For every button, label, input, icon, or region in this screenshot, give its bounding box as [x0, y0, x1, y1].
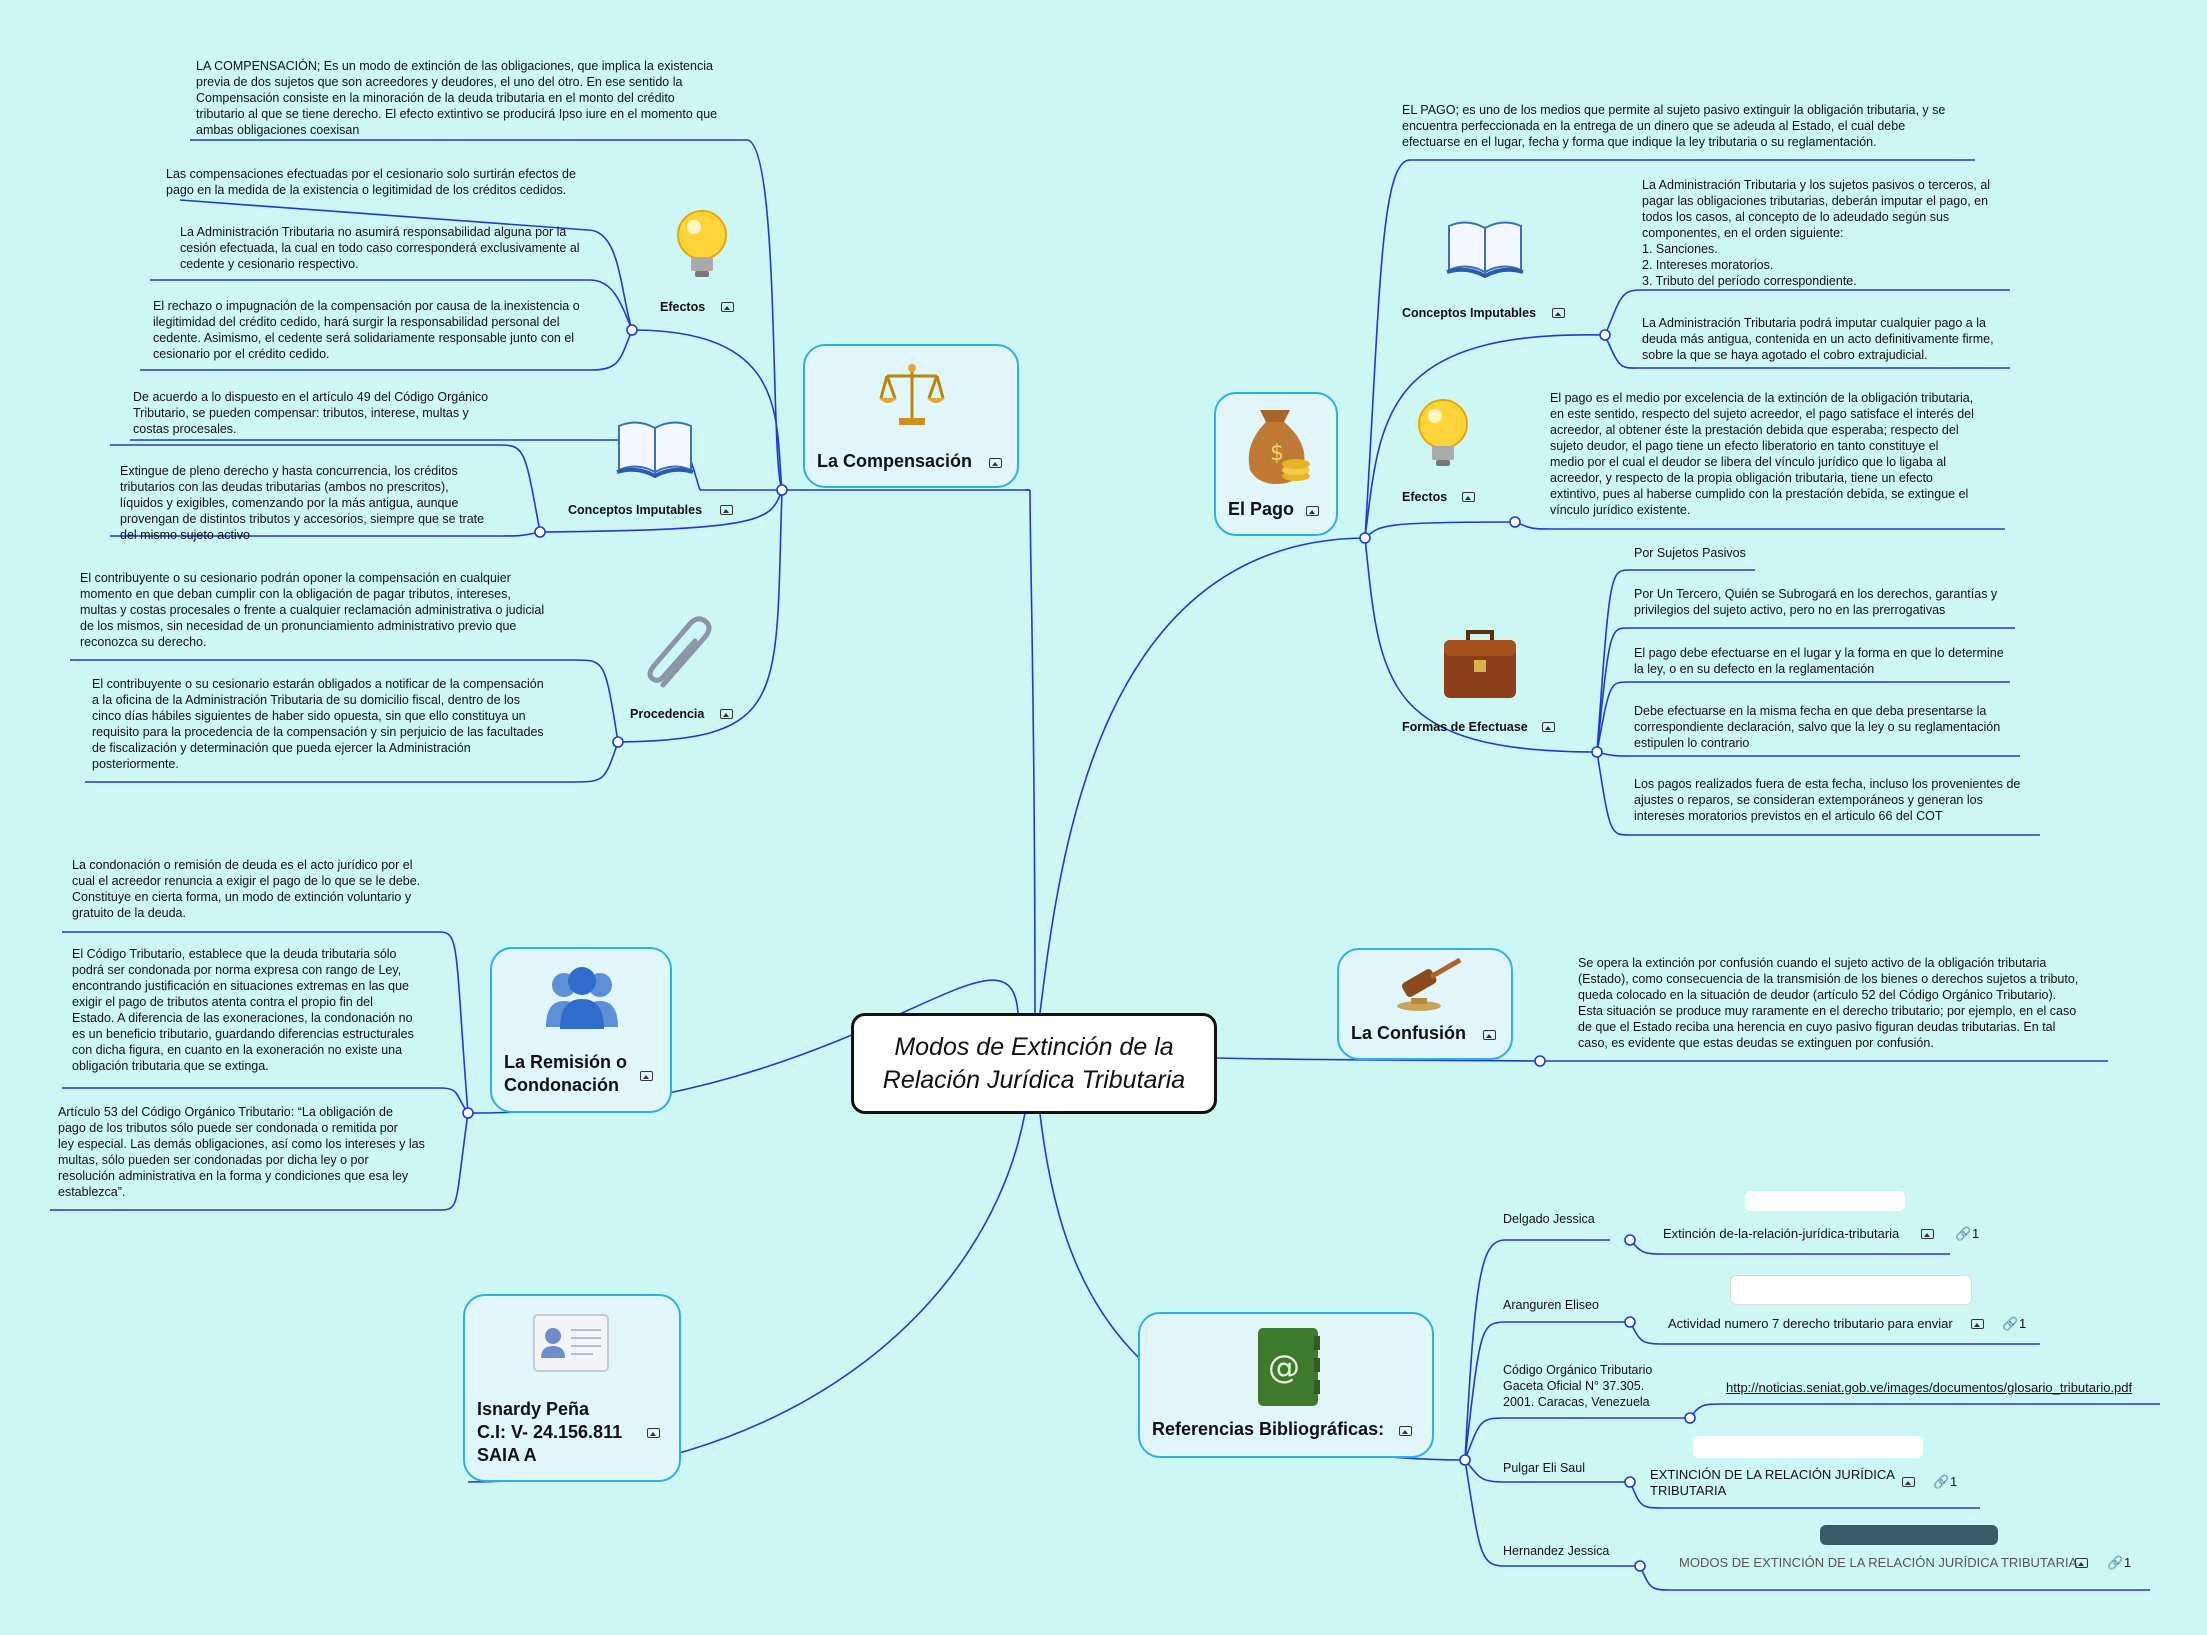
compensacion-procedencia-item: El contribuyente o su cesionario podrán … — [80, 571, 545, 649]
reference-link[interactable]: EXTINCIÓN DE LA RELACIÓN JURÍDICA TRIBUT… — [1650, 1467, 1895, 1498]
gavel-icon — [1397, 958, 1462, 1011]
compensacion-efectos-item: Las compensaciones efectuadas por el ces… — [166, 167, 576, 197]
topic-title: La Compensación — [817, 451, 973, 471]
image-icon[interactable] — [1542, 722, 1555, 732]
people-icon — [546, 967, 618, 1029]
link-count: 1 — [1950, 1474, 1958, 1489]
compensacion-conceptos-item: De acuerdo a lo dispuesto en el artículo… — [133, 390, 489, 436]
pago-formas-label[interactable]: Formas de Efectuase — [1402, 720, 1528, 734]
image-icon[interactable] — [1921, 1229, 1934, 1239]
compensacion-conceptos-item: Extingue de pleno derecho y hasta concur… — [120, 464, 485, 542]
reference-link[interactable]: http://noticias.seniat.gob.ve/images/doc… — [1726, 1380, 2133, 1395]
root-title: Modos de Extinción de la Relación Jurídi… — [882, 1032, 1186, 1094]
link-count: 1 — [2019, 1316, 2027, 1331]
topic-title: Referencias Bibliográficas: — [1152, 1419, 1385, 1439]
compensacion-intro: LA COMPENSACIÓN; Es un modo de extinción… — [196, 59, 718, 137]
link-icon[interactable]: 🔗 — [2002, 1316, 2019, 1331]
topic-confusion[interactable]: La Confusión — [1337, 948, 1513, 1060]
address-book-icon: @ — [1258, 1328, 1320, 1406]
topic-title: La Confusión — [1351, 1023, 1466, 1043]
remision-item: El Código Tributario, establece que la d… — [72, 947, 414, 1073]
svg-text:@: @ — [1268, 1348, 1300, 1386]
scales-icon — [879, 364, 945, 425]
topic-pago[interactable]: $ El Pago — [1214, 392, 1338, 536]
reference-link[interactable]: Extinción de-la-relación-jurídica-tribut… — [1663, 1226, 1900, 1241]
compensacion-efectos-label[interactable]: Efectos — [660, 300, 706, 314]
remision-item: La condonación o remisión de deuda es el… — [72, 858, 421, 920]
link-icon[interactable]: 🔗 — [1955, 1226, 1972, 1241]
reference-thumbnail[interactable] — [1693, 1436, 1923, 1458]
lightbulb-icon — [677, 210, 727, 277]
lightbulb-icon — [1418, 399, 1468, 466]
pago-efectos-text: El pago es el medio por excelencia de la… — [1550, 391, 1974, 517]
money-bag-icon: $ — [1248, 410, 1310, 484]
reference-author: Hernandez Jessica — [1503, 1544, 1610, 1558]
compensacion-efectos-item: El rechazo o impugnación de la compensac… — [153, 299, 580, 361]
image-icon[interactable] — [2075, 1558, 2088, 1568]
pago-conceptos-item: La Administración Tributaria podrá imput… — [1642, 316, 1994, 362]
root-topic[interactable]: Modos de Extinción de la Relación Jurídi… — [851, 1013, 1217, 1114]
image-icon[interactable] — [1462, 492, 1475, 502]
image-icon[interactable] — [989, 458, 1002, 468]
book-icon — [1446, 221, 1524, 278]
topic-remision[interactable]: La Remisión o Condonación — [490, 947, 672, 1113]
reference-link[interactable]: MODOS DE EXTINCIÓN DE LA RELACIÓN JURÍDI… — [1679, 1555, 2078, 1570]
topic-title: La Remisión o Condonación — [504, 1052, 628, 1095]
pago-formas-item: Por Un Tercero, Quién se Subrogará en lo… — [1634, 587, 1998, 617]
reference-author: Código Orgánico Tributario Gaceta Oficia… — [1503, 1363, 1653, 1409]
pago-intro: EL PAGO; es uno de los medios que permit… — [1402, 103, 1946, 149]
book-icon — [616, 421, 694, 478]
pago-formas-item: Debe efectuarse en la misma fecha en que… — [1634, 704, 2001, 750]
link-icon[interactable]: 🔗 — [1933, 1474, 1950, 1489]
pago-formas-item: Los pagos realizados fuera de esta fecha… — [1634, 777, 2021, 823]
image-icon[interactable] — [1306, 506, 1319, 516]
image-icon[interactable] — [720, 505, 733, 515]
compensacion-procedencia-item: El contribuyente o su cesionario estarán… — [92, 677, 544, 771]
topic-referencias[interactable]: @ Referencias Bibliográficas: — [1138, 1312, 1434, 1458]
image-icon[interactable] — [1399, 1426, 1412, 1436]
pago-conceptos-label[interactable]: Conceptos Imputables — [1402, 306, 1537, 320]
topic-title: Isnardy Peña C.I: V- 24.156.811 SAIA A — [477, 1399, 623, 1465]
compensacion-procedencia-label[interactable]: Procedencia — [630, 707, 705, 721]
id-card-icon — [533, 1314, 609, 1372]
link-icon[interactable]: 🔗 — [2107, 1555, 2124, 1570]
svg-text:$: $ — [1270, 441, 1284, 466]
pago-efectos-label[interactable]: Efectos — [1402, 490, 1448, 504]
compensacion-conceptos-label[interactable]: Conceptos Imputables — [568, 503, 703, 517]
reference-author: Aranguren Eliseo — [1503, 1298, 1599, 1312]
image-icon[interactable] — [721, 302, 734, 312]
compensacion-efectos-item: La Administración Tributaria no asumirá … — [180, 225, 580, 271]
reference-author: Pulgar Eli Saul — [1503, 1461, 1585, 1475]
image-icon[interactable] — [720, 709, 733, 719]
remision-item: Artículo 53 del Código Orgánico Tributar… — [58, 1105, 425, 1199]
image-icon[interactable] — [1902, 1477, 1915, 1487]
link-count: 1 — [1972, 1226, 1980, 1241]
topic-autor[interactable]: Isnardy Peña C.I: V- 24.156.811 SAIA A — [463, 1294, 681, 1482]
topic-compensacion[interactable]: La Compensación — [803, 344, 1019, 488]
pago-formas-item: El pago debe efectuarse en el lugar y la… — [1634, 646, 2004, 676]
reference-author: Delgado Jessica — [1503, 1212, 1595, 1226]
confusion-text: Se opera la extinción por confusión cuan… — [1578, 956, 2079, 1050]
image-icon[interactable] — [640, 1071, 653, 1081]
pago-formas-item: Por Sujetos Pasivos — [1634, 546, 1746, 560]
image-icon[interactable] — [1483, 1030, 1496, 1040]
paperclip-icon — [647, 616, 712, 688]
reference-thumbnail[interactable] — [1820, 1525, 1998, 1545]
topic-title: El Pago — [1228, 499, 1295, 519]
link-count: 1 — [2124, 1555, 2132, 1570]
reference-thumbnail[interactable] — [1745, 1191, 1905, 1211]
image-icon[interactable] — [647, 1428, 660, 1438]
reference-link[interactable]: Actividad numero 7 derecho tributario pa… — [1668, 1316, 1953, 1331]
image-icon[interactable] — [1552, 308, 1565, 318]
image-icon[interactable] — [1971, 1319, 1984, 1329]
pago-conceptos-item: La Administración Tributaria y los sujet… — [1642, 178, 1991, 288]
briefcase-icon — [1444, 630, 1516, 698]
reference-thumbnail[interactable] — [1730, 1275, 1972, 1305]
